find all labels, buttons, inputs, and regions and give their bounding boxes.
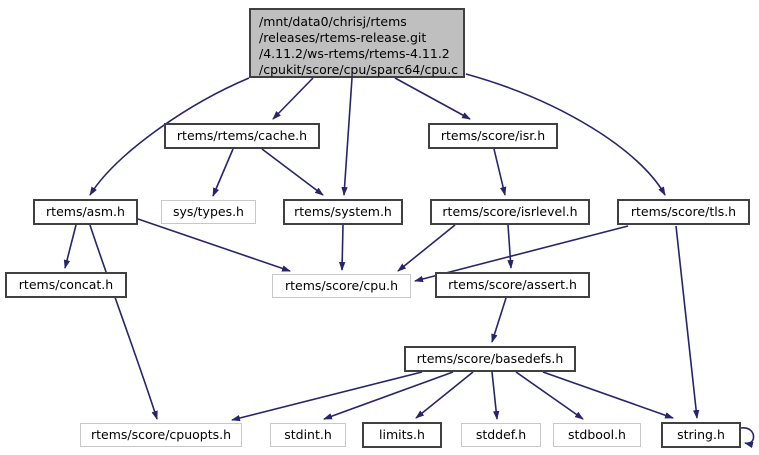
graph-node-rtems-score-isr-h[interactable]: rtems/score/isr.h xyxy=(428,123,558,149)
graph-node-rtems-score-isrlevel-h[interactable]: rtems/score/isrlevel.h xyxy=(430,199,590,225)
graph-node-rtems-asm-h[interactable]: rtems/asm.h xyxy=(33,199,138,225)
graph-node-sys-types-h[interactable]: sys/types.h xyxy=(161,200,256,224)
edge-isrlevel-cpu xyxy=(397,224,456,272)
graph-node-rtems-system-h[interactable]: rtems/system.h xyxy=(283,199,403,225)
edge-isrlevel-assert xyxy=(507,224,514,269)
edge-assert-basedefs xyxy=(491,297,507,343)
edge-cache-systypes xyxy=(212,148,234,197)
graph-node-stdint-h[interactable]: stdint.h xyxy=(270,423,346,447)
edge-basedefs-stdbool xyxy=(515,371,584,420)
edge-root-isr xyxy=(394,77,471,120)
edge-asm-cpu xyxy=(137,218,291,272)
edge-system-cpu xyxy=(338,224,346,271)
graph-node-rtems-rtems-cache-h[interactable]: rtems/rtems/cache.h xyxy=(164,123,320,149)
graph-node-limits-h[interactable]: limits.h xyxy=(362,422,442,448)
edge-tls-string xyxy=(675,225,700,419)
graph-node-rtems-score-assert-h[interactable]: rtems/score/assert.h xyxy=(435,272,590,298)
edge-cache-system xyxy=(261,148,324,196)
edge-asm-cpuopts xyxy=(89,224,158,420)
edge-basedefs-cpuopts xyxy=(231,371,423,422)
graph-node-rtems-score-basedefs-h[interactable]: rtems/score/basedefs.h xyxy=(404,346,576,372)
graph-node-rtems-score-cpu-h[interactable]: rtems/score/cpu.h xyxy=(272,274,411,298)
edge-isr-isrlevel xyxy=(493,148,507,196)
graph-node-rtems-concat-h[interactable]: rtems/concat.h xyxy=(5,272,127,298)
graph-node-rtems-score-cpuopts-h[interactable]: rtems/score/cpuopts.h xyxy=(80,423,242,447)
graph-node-string-h[interactable]: string.h xyxy=(661,422,741,448)
edge-basedefs-string xyxy=(542,371,674,419)
edge-root-cache xyxy=(272,77,314,120)
graph-node-stddef-h[interactable]: stddef.h xyxy=(461,423,541,447)
edge-basedefs-stddef xyxy=(491,371,500,420)
graph-node-stdbool-h[interactable]: stdbool.h xyxy=(553,423,641,447)
edge-asm-concat xyxy=(63,224,77,269)
edge-basedefs-stdint xyxy=(323,371,454,420)
graph-node-root[interactable]: /mnt/data0/chrisj/rtems /releases/rtems-… xyxy=(249,8,465,78)
edge-basedefs-limits xyxy=(415,371,474,419)
edge-root-system xyxy=(341,77,353,196)
graph-node-rtems-score-tls-h[interactable]: rtems/score/tls.h xyxy=(617,199,750,225)
edge-string-self xyxy=(740,427,755,449)
